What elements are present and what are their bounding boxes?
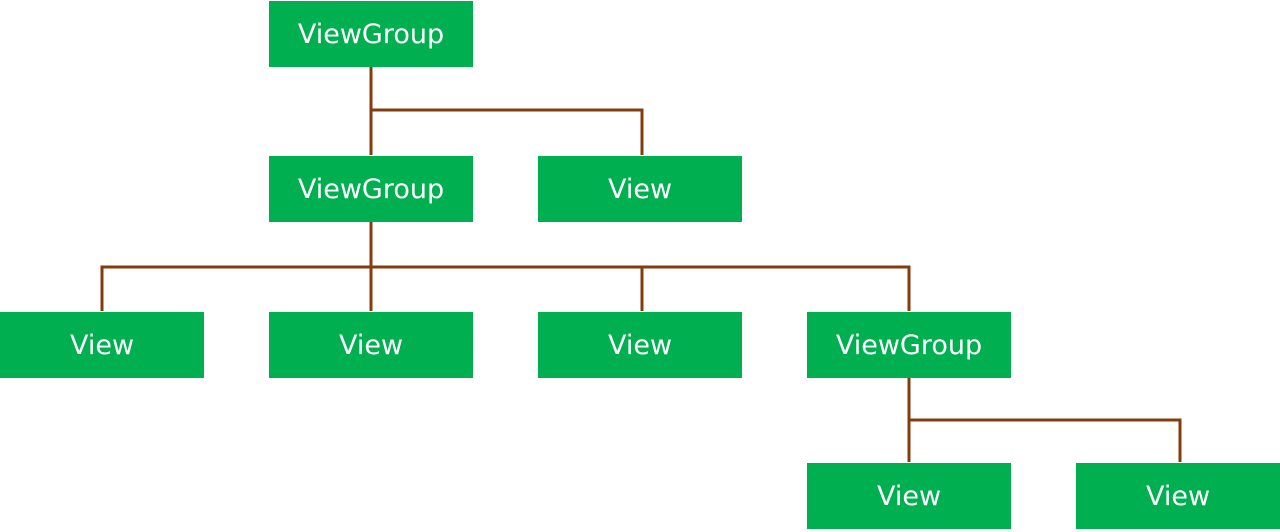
node-label: ViewGroup [297,18,445,50]
node-level1-view: View [538,156,742,222]
node-label: View [876,480,942,512]
node-root-viewgroup: ViewGroup [269,1,473,67]
node-label: View [1145,480,1211,512]
node-label: View [69,329,135,361]
connector-level2-to-level3 [907,378,1182,462]
node-level2-view-b: View [269,312,473,378]
node-label: View [338,329,404,361]
node-level2-view-c: View [538,312,742,378]
node-label: ViewGroup [297,173,445,205]
node-level2-view-a: View [0,312,204,378]
node-level3-view-b: View [1076,463,1280,529]
node-label: ViewGroup [835,329,983,361]
node-label: View [607,329,673,361]
connector-level1-to-level2 [100,222,911,311]
connector-root-to-level1 [369,67,644,155]
node-level2-viewgroup: ViewGroup [807,312,1011,378]
node-level1-viewgroup: ViewGroup [269,156,473,222]
node-label: View [607,173,673,205]
node-level3-view-a: View [807,463,1011,529]
